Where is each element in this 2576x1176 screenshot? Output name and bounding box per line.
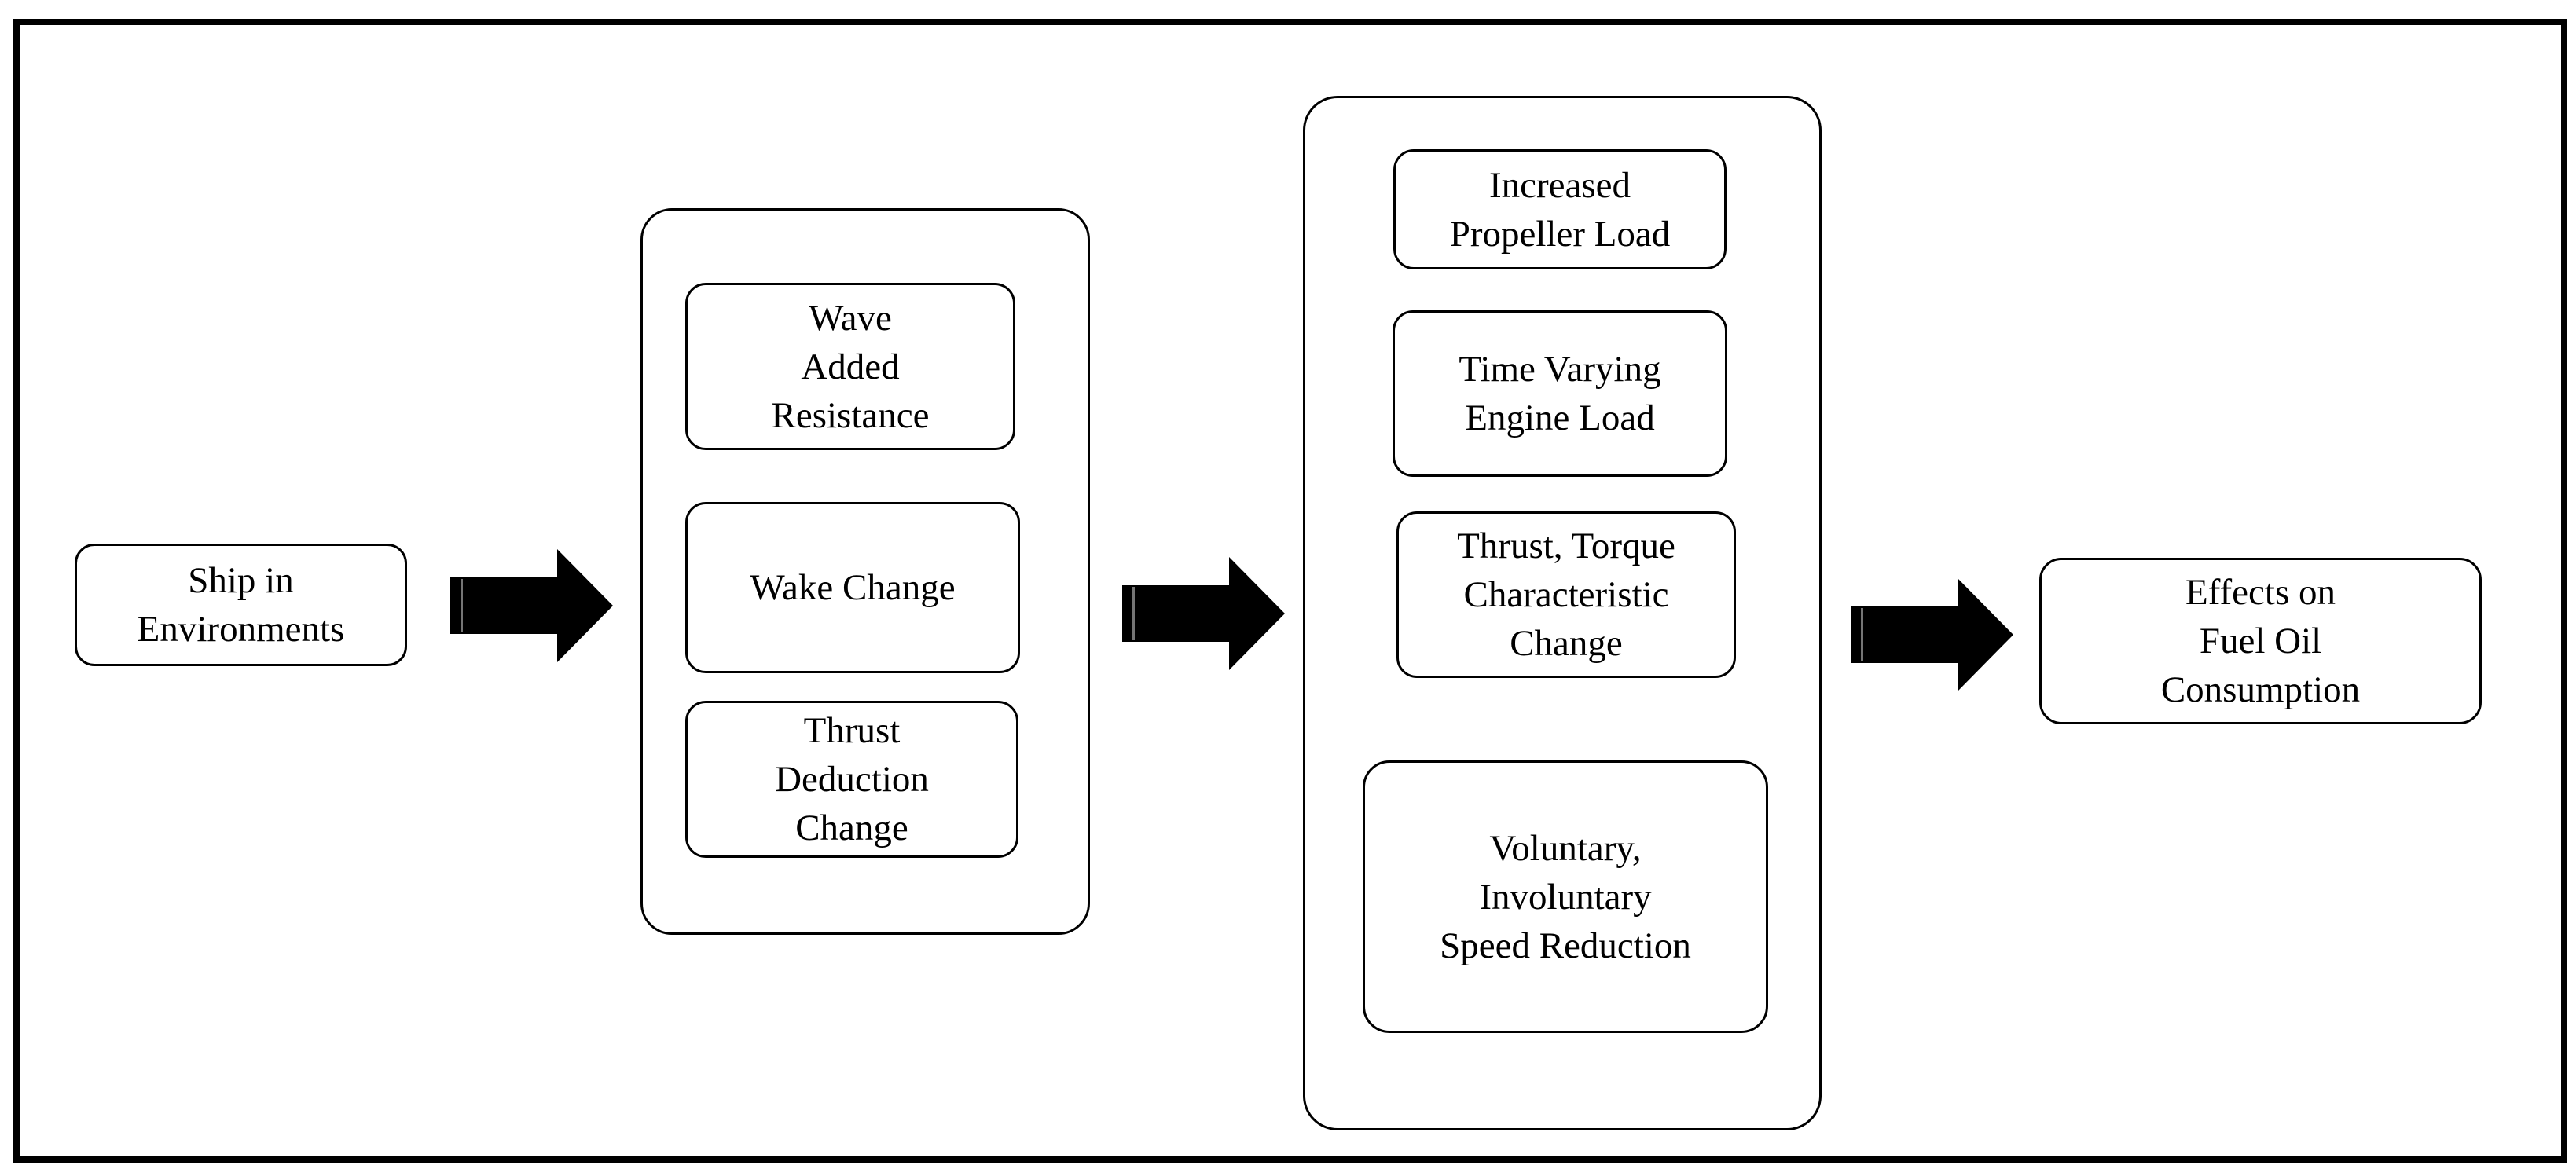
node-label: Increased Propeller Load xyxy=(1449,164,1671,255)
node-label: Effects on Fuel Oil Consumption xyxy=(2160,572,2361,710)
right-block-arrow-icon xyxy=(1851,578,2013,691)
right-block-arrow-icon xyxy=(450,549,613,662)
node-voluntary-involuntary-speed-reduction: Voluntary, Involuntary Speed Reduction xyxy=(1363,760,1768,1033)
node-increased-propeller-load: Increased Propeller Load xyxy=(1393,149,1727,269)
arrow-tail-line xyxy=(1132,587,1135,640)
node-time-varying-engine-load: Time Varying Engine Load xyxy=(1393,310,1727,477)
arrow-shaft xyxy=(450,577,558,634)
arrow-tail-line xyxy=(1861,608,1863,661)
node-label: Voluntary, Involuntary Speed Reduction xyxy=(1440,827,1691,966)
node-label: Ship in Environments xyxy=(137,560,345,650)
node-thrust-torque-characteristic-change: Thrust, Torque Characteristic Change xyxy=(1396,511,1736,678)
node-label: Thrust Deduction Change xyxy=(775,710,929,848)
arrow-head xyxy=(557,549,613,662)
node-wake-change: Wake Change xyxy=(685,502,1020,673)
arrow-head xyxy=(1229,557,1285,670)
node-ship-in-environments: Ship in Environments xyxy=(75,544,407,666)
node-wave-added-resistance: Wave Added Resistance xyxy=(685,283,1015,450)
right-block-arrow-icon xyxy=(1122,557,1285,670)
arrow-head xyxy=(1958,578,2013,691)
node-label: Wake Change xyxy=(750,567,956,608)
node-label: Time Varying Engine Load xyxy=(1459,349,1661,438)
arrow-tail-line xyxy=(461,579,463,632)
arrow-shaft xyxy=(1122,585,1230,642)
node-thrust-deduction-change: Thrust Deduction Change xyxy=(685,701,1018,858)
node-label: Thrust, Torque Characteristic Change xyxy=(1457,526,1675,664)
node-effects-on-fuel-oil-consumption: Effects on Fuel Oil Consumption xyxy=(2039,558,2482,724)
arrow-shaft xyxy=(1851,606,1958,663)
node-label: Wave Added Resistance xyxy=(771,297,930,436)
